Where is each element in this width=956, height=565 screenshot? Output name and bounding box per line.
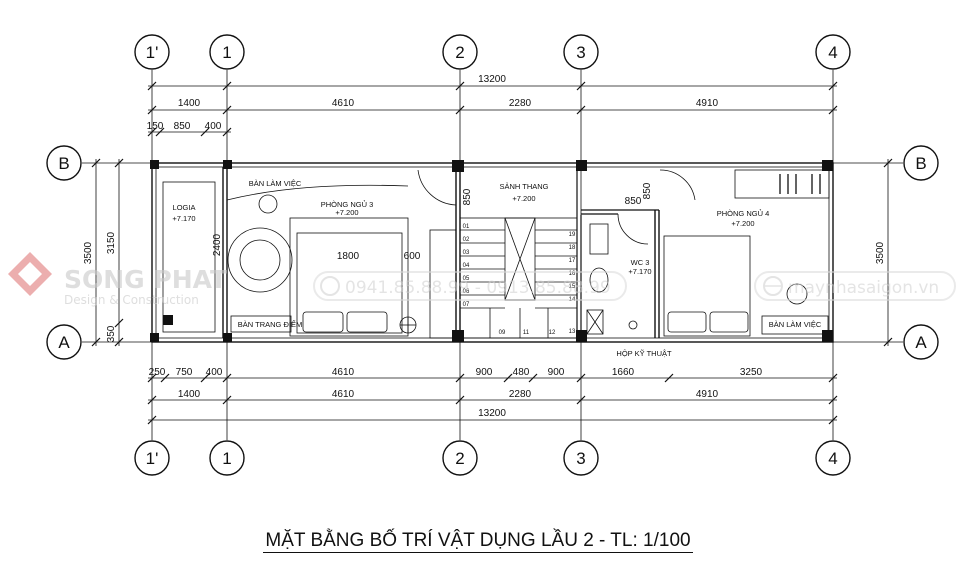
dim-segment: 4610 [332, 98, 355, 109]
stair-step-num: 03 [463, 250, 470, 256]
dim-detail: 480 [513, 367, 530, 378]
logo-main-text: SONG PHAT [64, 265, 227, 294]
dim-segment: 1400 [178, 98, 201, 109]
grid-col-label: 1 [222, 449, 231, 468]
stair-step-num: 16 [569, 271, 576, 277]
dim-left-small: 350 [106, 325, 117, 342]
level-wc3: +7.170 [628, 267, 651, 276]
stair-step-num: 13 [569, 329, 576, 335]
room-phong-ngu-4: PHÒNG NGỦ 4 [717, 209, 770, 218]
level-stair-hall: +7.200 [512, 194, 535, 203]
dim-detail: 4610 [332, 367, 355, 378]
stair-step-num: 07 [463, 302, 470, 308]
dim-door: 850 [462, 188, 473, 205]
song-phat-logo: SONG PHAT Design & Construction [8, 252, 227, 307]
level-pn3: +7.200 [335, 208, 358, 217]
grid-col-label: 2 [455, 43, 464, 62]
dim-door: 850 [625, 196, 642, 207]
grid-row-label: A [915, 333, 927, 352]
phone-text: 0941.85.88.99 - 0913.85.88.99 [345, 278, 611, 298]
stair-step-num: 19 [569, 232, 576, 238]
dim-600: 600 [404, 251, 421, 262]
level-pn4: +7.200 [731, 219, 754, 228]
room-desk-left: BÀN LÀM VIỆC [249, 179, 302, 188]
dim-detail: 900 [476, 367, 493, 378]
globe-icon [763, 276, 783, 296]
grid-col-label: 1 [222, 43, 231, 62]
logo-sub-text: Design & Construction [64, 293, 199, 307]
room-tech-shaft: HỘP KỸ THUẬT [616, 349, 672, 358]
dim-overall-top: 13200 [478, 74, 506, 85]
dim-sub: 400 [205, 121, 222, 132]
level-logia: +7.170 [172, 214, 195, 223]
stair-step-num: 02 [463, 237, 470, 243]
stair-step-num: 11 [523, 330, 530, 336]
grid-col-label: 3 [576, 449, 585, 468]
grid-col-label: 2 [455, 449, 464, 468]
dim-left-total: 3500 [83, 241, 94, 264]
room-stair-hall: SẢNH THANG [499, 182, 548, 191]
dim-segment: 4910 [696, 389, 719, 400]
room-desk-right: BÀN LÀM VIỆC [769, 320, 822, 329]
dim-bed: 1800 [337, 251, 360, 262]
dim-sub: 150 [147, 121, 164, 132]
phone-watermark: 0941.85.88.99 - 0913.85.88.99 [313, 271, 627, 301]
room-phong-ngu-3: PHÒNG NGỦ 3 [321, 200, 374, 209]
grid-col-label: 3 [576, 43, 585, 62]
grid-row-label: B [915, 154, 926, 173]
drawing-caption: MẶT BẰNG BỐ TRÍ VẬT DỤNG LẦU 2 - TL: 1/1… [0, 530, 956, 553]
website-watermark: maynhasaigon.vn [754, 271, 956, 301]
dim-segment: 4610 [332, 389, 355, 400]
dim-overall-bottom: 13200 [478, 408, 506, 419]
website-text: maynhasaigon.vn [788, 278, 939, 298]
stair-step-num: 09 [499, 330, 506, 336]
stair-step-num: 12 [549, 330, 556, 336]
dim-detail: 3250 [740, 367, 763, 378]
diamond-logo-icon [8, 252, 52, 296]
room-wc3: WC 3 [631, 258, 650, 267]
stair-step-num: 04 [463, 263, 470, 269]
dim-segment: 4910 [696, 98, 719, 109]
grid-col-label: 4 [828, 43, 837, 62]
grid-col-label: 1' [146, 43, 159, 62]
phone-icon [320, 276, 340, 296]
dim-door: 850 [642, 182, 653, 199]
dim-detail: 250 [149, 367, 166, 378]
dim-detail: 400 [206, 367, 223, 378]
room-dressing-table: BÀN TRANG ĐIỂM [238, 320, 302, 329]
grid-row-label: A [58, 333, 70, 352]
dim-detail: 750 [176, 367, 193, 378]
stair-step-num: 05 [463, 276, 470, 282]
dim-detail: 900 [548, 367, 565, 378]
grid-row-label: B [58, 154, 69, 173]
dim-segment: 2280 [509, 98, 532, 109]
caption-text: MẶT BẰNG BỐ TRÍ VẬT DỤNG LẦU 2 - TL: 1/1… [263, 530, 693, 553]
dim-segment: 2280 [509, 389, 532, 400]
dim-sub: 850 [174, 121, 191, 132]
dim-2400: 2400 [212, 233, 223, 256]
stair-step-num: 18 [569, 245, 576, 251]
stair-step-num: 15 [569, 284, 576, 290]
dim-detail: 1660 [612, 367, 635, 378]
dim-right-total: 3500 [875, 241, 886, 264]
room-logia: LOGIA [173, 203, 196, 212]
stair-step-num: 01 [463, 224, 470, 230]
grid-col-label: 1' [146, 449, 159, 468]
stair-step-num: 06 [463, 289, 470, 295]
grid-col-label: 4 [828, 449, 837, 468]
stair-step-num: 17 [569, 258, 576, 264]
dim-segment: 1400 [178, 389, 201, 400]
dim-left-inner: 3150 [106, 231, 117, 254]
